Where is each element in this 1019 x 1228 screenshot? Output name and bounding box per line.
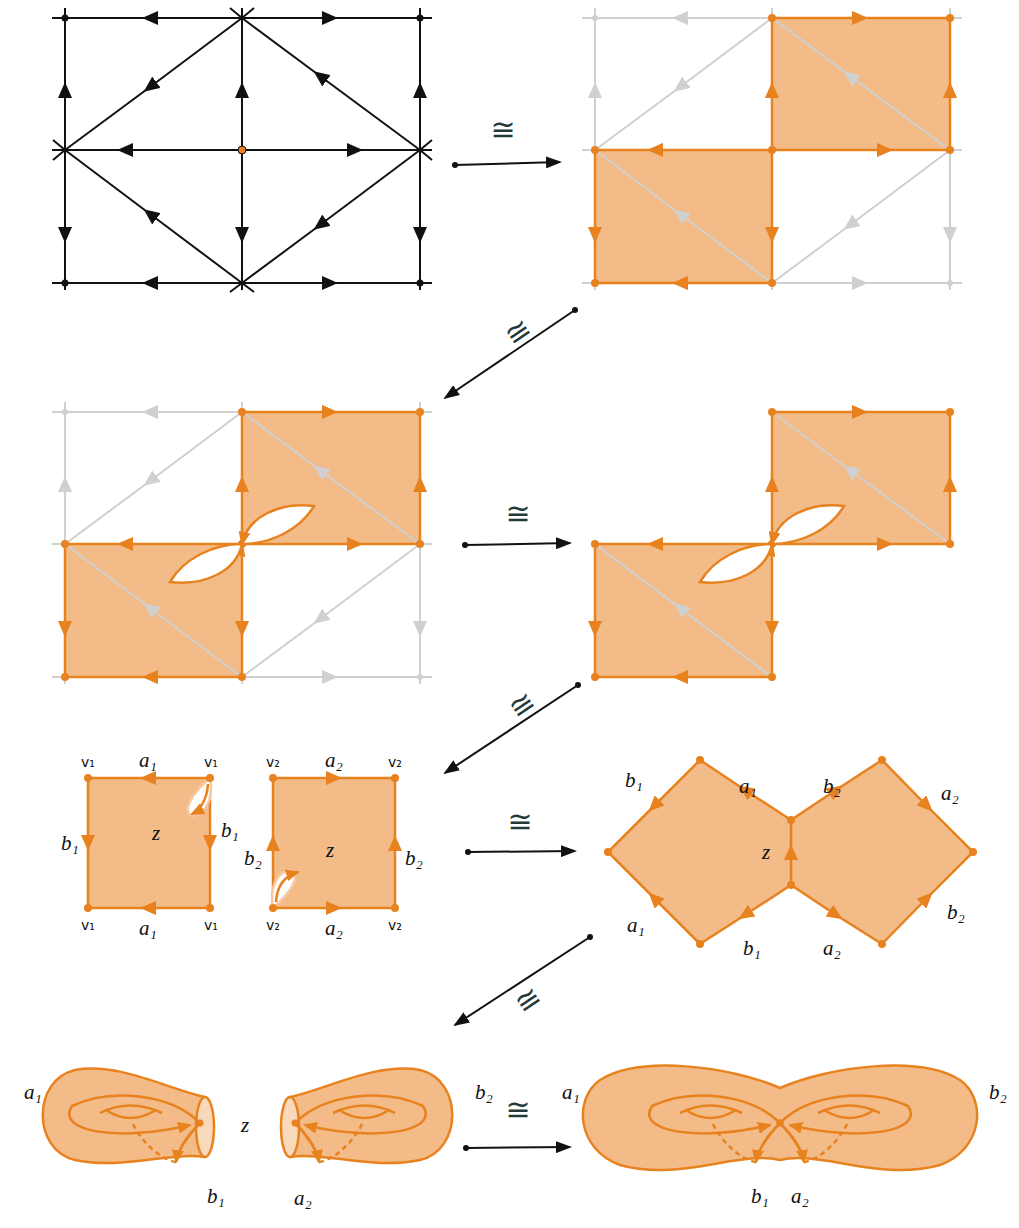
edge-label: b₁ <box>743 938 761 959</box>
edge-label: b₂ <box>244 848 262 869</box>
edge-label: a₂ <box>791 1186 809 1207</box>
edge-label: a₁ <box>562 1082 580 1103</box>
edge-label: a₁ <box>739 776 757 797</box>
vertex-label: v₁ <box>204 755 218 769</box>
edge-label: b₁ <box>221 820 239 841</box>
vertex-label: v₁ <box>81 918 95 932</box>
edge-label: a₁ <box>139 918 157 939</box>
isomorphism-symbol: ≅ <box>507 807 532 837</box>
edge-label: a₁ <box>24 1082 42 1103</box>
edge-label: a₂ <box>941 783 959 804</box>
isomorphism-symbol: ≅ <box>499 313 537 352</box>
vertex-label: v₁ <box>81 755 95 769</box>
edge-label: a₁ <box>627 915 645 936</box>
isomorphism-symbol: ≅ <box>503 686 541 725</box>
edge-label: b₁ <box>61 833 79 854</box>
edge-label: b₁ <box>207 1186 225 1207</box>
edge-label: a₂ <box>325 918 343 939</box>
edge-label: z <box>326 840 334 861</box>
isomorphism-symbol: ≅ <box>509 981 547 1020</box>
edge-label: b₂ <box>475 1082 493 1103</box>
edge-label: b₂ <box>947 902 965 923</box>
edge-label: b₁ <box>751 1186 769 1207</box>
vertex-label: v₂ <box>266 918 280 932</box>
isomorphism-symbol: ≅ <box>490 115 515 145</box>
isomorphism-symbol: ≅ <box>505 499 530 529</box>
vertex-label: v₂ <box>266 755 280 769</box>
edge-label: a₂ <box>294 1188 312 1209</box>
edge-label: a₂ <box>325 750 343 771</box>
edge-label: b₂ <box>823 776 841 797</box>
vertex-label: v₂ <box>388 755 402 769</box>
edge-label: z <box>152 823 160 844</box>
edge-label: a₁ <box>139 750 157 771</box>
edge-label: b₂ <box>989 1082 1007 1103</box>
vertex-label: v₂ <box>388 918 402 932</box>
vertex-label: v₁ <box>204 918 218 932</box>
edge-label: b₁ <box>625 770 643 791</box>
edge-label: z <box>241 1115 249 1136</box>
edge-label: a₂ <box>823 938 841 959</box>
edge-label: z <box>762 842 770 863</box>
edge-label: b₂ <box>405 848 423 869</box>
isomorphism-symbol: ≅ <box>505 1095 530 1125</box>
